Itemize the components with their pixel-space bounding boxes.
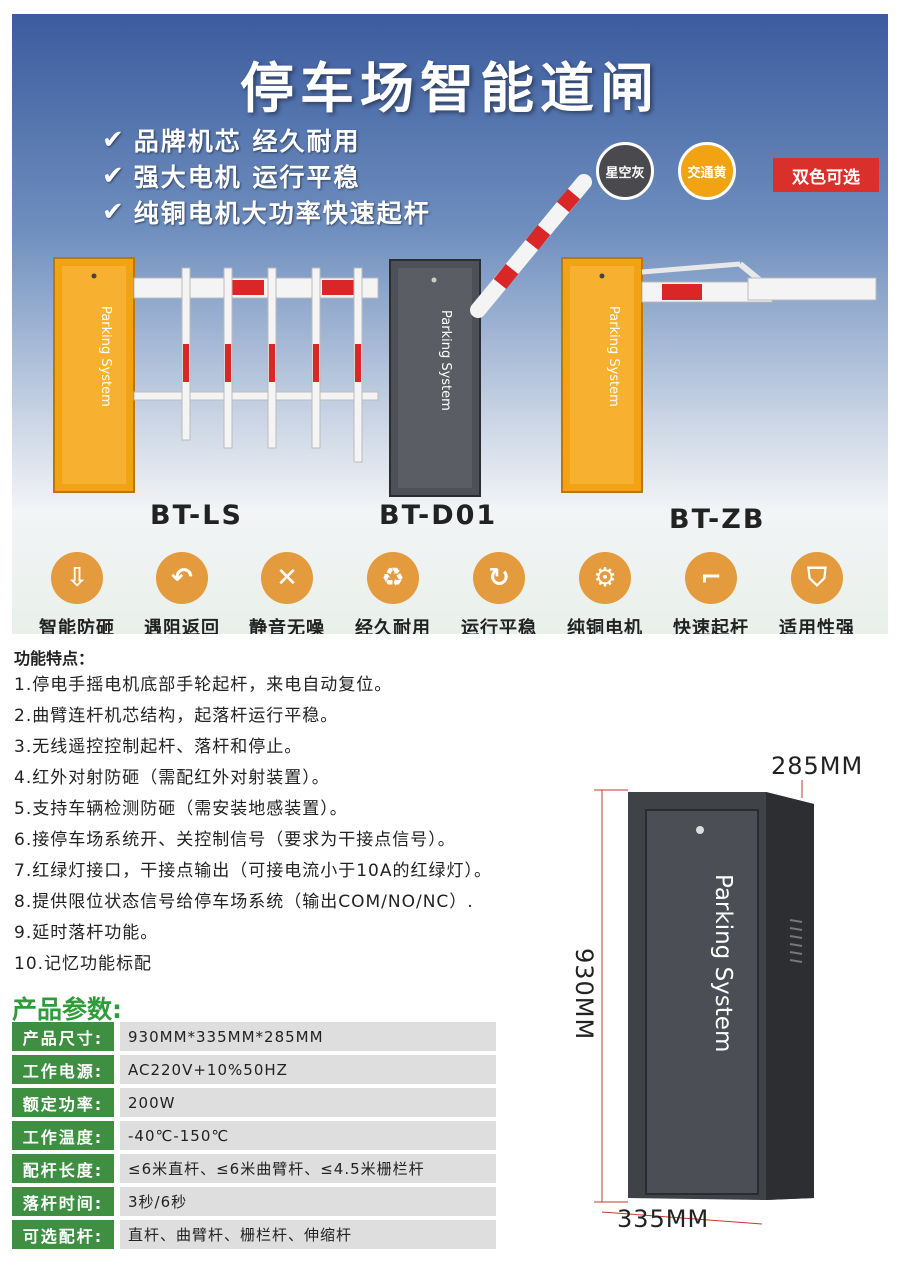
model-label: BT-LS: [150, 500, 243, 531]
height-dimension: 930MM: [570, 948, 598, 1041]
checkmark-icon: ✔: [102, 161, 126, 191]
param-value: AC220V+10%50HZ: [120, 1055, 496, 1084]
feature-item: ✔ 品牌机芯 经久耐用: [102, 125, 361, 156]
table-row: 额定功率:200W: [12, 1088, 496, 1117]
model-label: BT-ZB: [669, 504, 766, 535]
straight-barrier-gate: Parking System: [389, 174, 592, 497]
shield-down-icon: ⇩: [51, 552, 103, 604]
feature-icon-item: ✕ 静音无噪: [234, 552, 340, 634]
feature-item: ✔ 强大电机 运行平稳: [102, 161, 361, 192]
feature-icon-item: ⚙ 纯铜电机: [552, 552, 658, 634]
checkmark-icon: ✔: [102, 197, 126, 227]
dual-color-badge: 双色可选: [773, 158, 879, 192]
table-row: 配杆长度:≤6米直杆、≤6米曲臂杆、≤4.5米栅栏杆: [12, 1154, 496, 1183]
param-value: 3秒/6秒: [120, 1187, 496, 1216]
table-row: 产品尺寸:930MM*335MM*285MM: [12, 1022, 496, 1051]
feature-icon-item: ♻ 经久耐用: [340, 552, 446, 634]
table-row: 工作电源:AC220V+10%50HZ: [12, 1055, 496, 1084]
return-arrow-icon: ↶: [156, 552, 208, 604]
shield-icon: ⛉: [791, 552, 843, 604]
table-row: 可选配杆:直杆、曲臂杆、栅栏杆、伸缩杆: [12, 1220, 496, 1249]
list-item: 7.红绿灯接口，干接点输出（可接电流小于10A的红绿灯）。: [14, 861, 492, 881]
fence-barrier-gate: Parking System: [53, 257, 379, 493]
hero-banner: 停车场智能道闸 ✔ 品牌机芯 经久耐用 ✔ 强大电机 运行平稳 ✔ 纯铜电机大功…: [12, 14, 888, 634]
cabinet-text: Parking System: [606, 306, 621, 407]
param-key: 工作温度:: [12, 1121, 114, 1150]
color-swatch-yellow: 交通黄: [678, 142, 736, 200]
cabinet-text: Parking System: [98, 306, 113, 407]
table-row: 落杆时间:3秒/6秒: [12, 1187, 496, 1216]
param-key: 可选配杆:: [12, 1220, 114, 1249]
motor-icon: ⚙: [579, 552, 631, 604]
list-item: 5.支持车辆检测防砸（需安装地感装置）。: [14, 799, 348, 819]
feature-icon-item: ⌐ 快速起杆: [658, 552, 764, 634]
params-table: 产品尺寸:930MM*335MM*285MM 工作电源:AC220V+10%50…: [12, 1022, 496, 1253]
mute-icon: ✕: [261, 552, 313, 604]
feature-icon-item: ↻ 运行平稳: [446, 552, 552, 634]
feature-icon-item: ↶ 遇阻返回: [129, 552, 235, 634]
feature-icon-row: ⇩ 智能防砸 ↶ 遇阻返回 ✕ 静音无噪 ♻ 经久耐用 ↻ 运行平稳 ⚙ 纯铜电…: [12, 552, 888, 634]
feature-item: ✔ 纯铜电机大功率快速起杆: [102, 197, 431, 228]
param-value: 200W: [120, 1088, 496, 1117]
param-value: ≤6米直杆、≤6米曲臂杆、≤4.5米栅栏杆: [120, 1154, 496, 1183]
model-label: BT-D01: [379, 500, 498, 531]
list-item: 3.无线遥控控制起杆、落杆和停止。: [14, 737, 303, 757]
list-item: 4.红外对射防砸（需配红外对射装置）。: [14, 768, 330, 788]
list-item: 10.记忆功能标配: [14, 954, 153, 974]
page-title: 停车场智能道闸: [240, 57, 660, 120]
table-row: 工作温度:-40℃-150℃: [12, 1121, 496, 1150]
barrier-arm-icon: ⌐: [685, 552, 737, 604]
param-key: 落杆时间:: [12, 1187, 114, 1216]
param-key: 工作电源:: [12, 1055, 114, 1084]
features-list: 1.停电手摇电机底部手轮起杆，来电自动复位。 2.曲臂连杆机芯结构，起落杆运行平…: [14, 671, 492, 981]
features-heading: 功能特点：: [14, 649, 95, 668]
list-item: 9.延时落杆功能。: [14, 923, 159, 943]
list-item: 1.停电手摇电机底部手轮起杆，来电自动复位。: [14, 675, 393, 695]
param-value: 930MM*335MM*285MM: [120, 1022, 496, 1051]
refresh-icon: ↻: [473, 552, 525, 604]
cabinet-text: Parking System: [710, 874, 736, 1052]
checkmark-icon: ✔: [102, 125, 126, 155]
list-item: 6.接停车场系统开、关控制信号（要求为干接点信号）。: [14, 830, 456, 850]
list-item: 8.提供限位状态信号给停车场系统（输出COM/NO/NC）.: [14, 892, 474, 912]
feature-icon-item: ⇩ 智能防砸: [24, 552, 130, 634]
param-value: 直杆、曲臂杆、栅栏杆、伸缩杆: [120, 1220, 496, 1249]
cabinet-text: Parking System: [438, 310, 453, 411]
feature-list: ✔ 品牌机芯 经久耐用 ✔ 强大电机 运行平稳 ✔ 纯铜电机大功率快速起杆: [102, 122, 431, 230]
color-swatch-gray: 星空灰: [596, 142, 654, 200]
params-heading: 产品参数:: [12, 995, 122, 1024]
list-item: 2.曲臂连杆机芯结构，起落杆运行平稳。: [14, 706, 339, 726]
folding-arm-barrier-gate: Parking System: [561, 257, 877, 493]
barrier-illustration: Parking System Parking System Parking Sy…: [53, 174, 877, 497]
width-dimension: 335MM: [617, 1205, 710, 1233]
param-value: -40℃-150℃: [120, 1121, 496, 1150]
param-key: 产品尺寸:: [12, 1022, 114, 1051]
recycle-icon: ♻: [367, 552, 419, 604]
depth-dimension: 285MM: [771, 752, 864, 780]
cabinet-dimension-drawing: Parking System: [594, 780, 814, 1225]
feature-icon-item: ⛉ 适用性强: [764, 552, 870, 634]
param-key: 额定功率:: [12, 1088, 114, 1117]
param-key: 配杆长度:: [12, 1154, 114, 1183]
